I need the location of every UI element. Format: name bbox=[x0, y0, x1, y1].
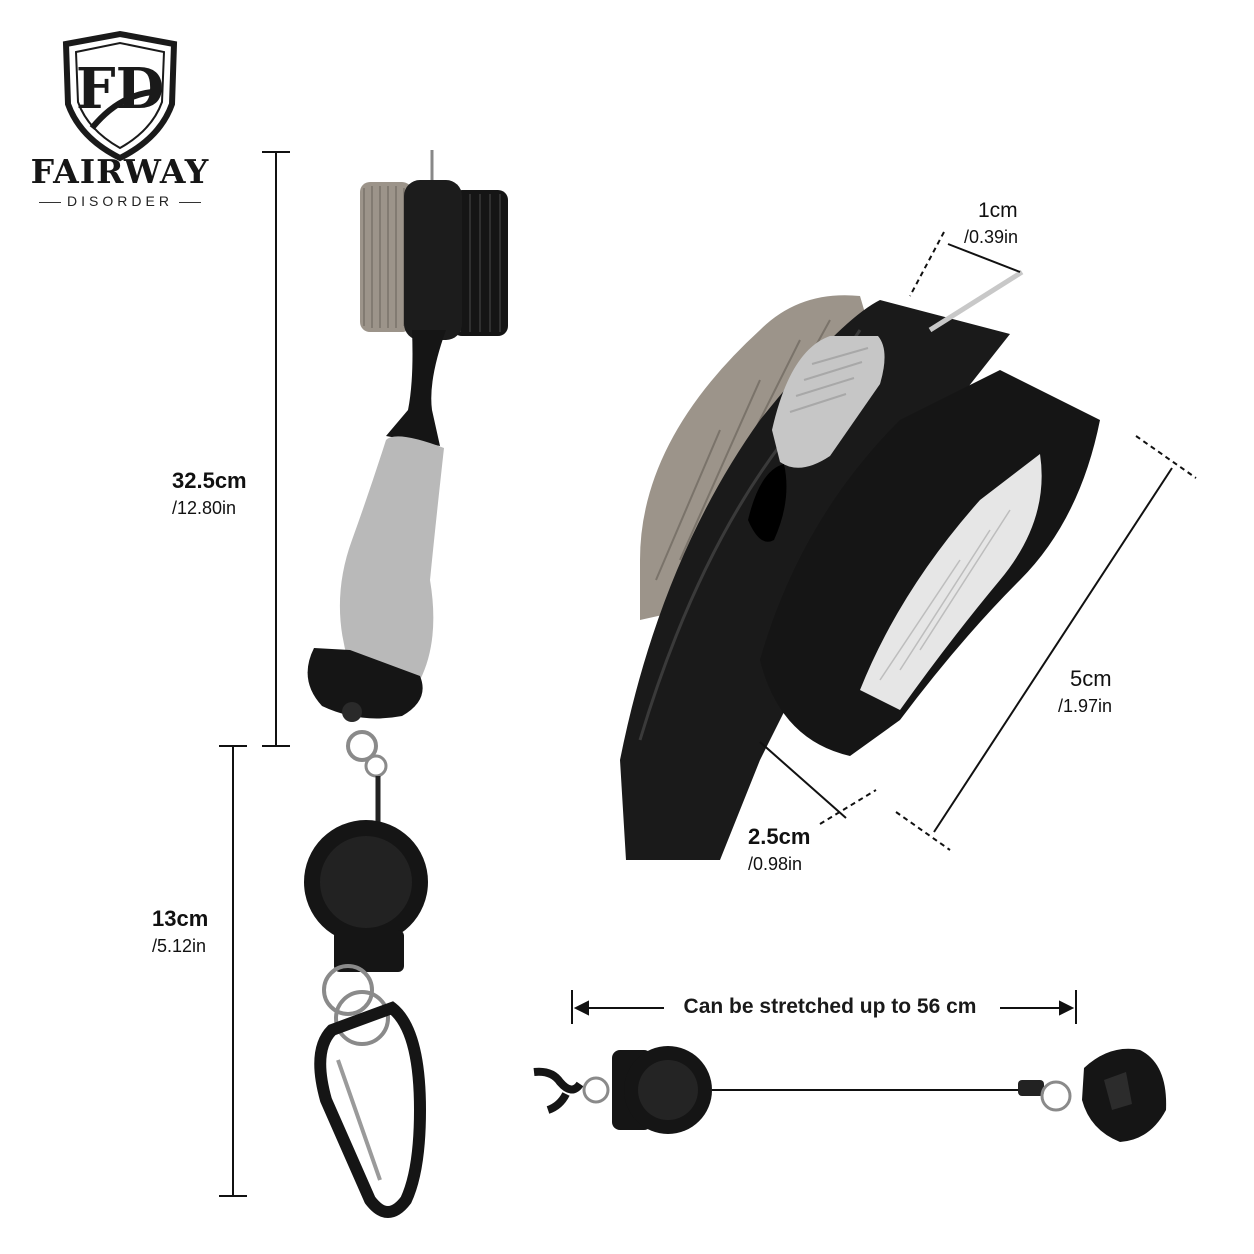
brand-tagline: DISORDER bbox=[22, 193, 218, 209]
dimension-retractor-metric: 13cm bbox=[152, 906, 209, 931]
dimension-total-imperial: /12.80in bbox=[172, 498, 237, 519]
dimension-total-metric: 32.5cm bbox=[172, 468, 247, 493]
dimension-line-spike bbox=[909, 231, 1021, 297]
dimension-head-depth-imperial: /0.98in bbox=[748, 854, 803, 875]
dimension-line-head-depth bbox=[759, 741, 877, 825]
dimension-spike-thickness: 1cm /0.39in bbox=[964, 198, 1018, 249]
dimension-total-length: 32.5cm /12.80in bbox=[172, 468, 247, 520]
brush-tool-full bbox=[304, 150, 508, 1218]
dimension-spike-metric: 1cm bbox=[978, 199, 1018, 222]
dimension-spike-imperial: /0.39in bbox=[964, 227, 1019, 248]
brand-shield-logo: FD bbox=[62, 30, 178, 162]
dimension-line-retractor bbox=[219, 745, 247, 1197]
brand-monogram: FD bbox=[76, 56, 164, 122]
dimension-line-head-length bbox=[895, 435, 1197, 851]
dimension-head-length-metric: 5cm bbox=[1070, 666, 1112, 691]
dimension-head-depth-metric: 2.5cm bbox=[748, 824, 811, 849]
dimension-line-stretch bbox=[571, 990, 1077, 1024]
dimension-line-total bbox=[262, 151, 290, 747]
brand-name: FAIRWAY bbox=[30, 152, 210, 191]
brush-head-closeup bbox=[620, 269, 1100, 860]
dimension-retractor-length: 13cm /5.12in bbox=[152, 906, 208, 958]
dimension-head-length: 5cm /1.97in bbox=[1058, 666, 1112, 718]
stretched-retractor bbox=[533, 1046, 1167, 1142]
dimension-retractor-imperial: /5.12in bbox=[152, 936, 207, 957]
dimension-head-depth: 2.5cm /0.98in bbox=[748, 824, 810, 876]
dimension-head-length-imperial: /1.97in bbox=[1058, 696, 1113, 717]
stretch-caption: Can be stretched up to 56 cm bbox=[683, 995, 977, 1018]
